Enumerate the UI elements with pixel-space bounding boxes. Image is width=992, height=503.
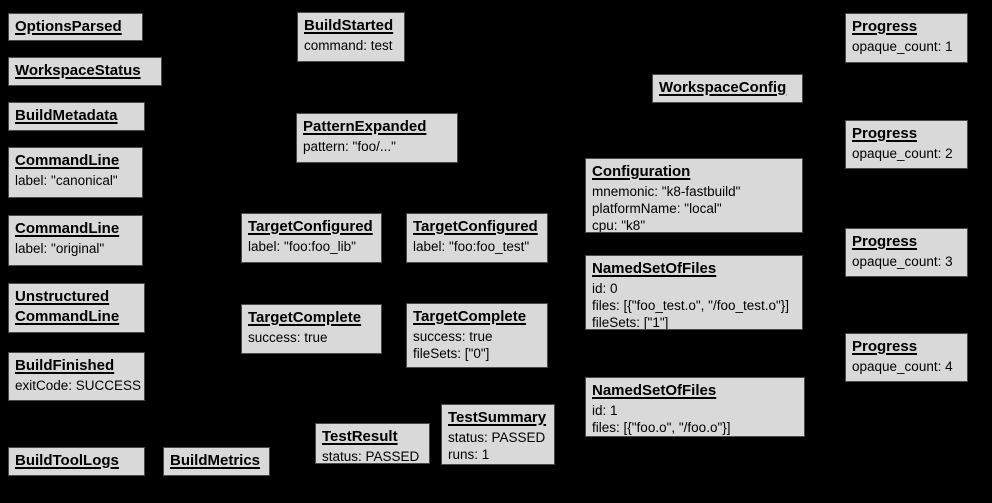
node-lines: exitCode: SUCCESS [15,377,142,394]
node-title: Configuration [592,163,691,180]
node-title: NamedSetOfFiles [592,382,717,399]
node-line: platformName: "local" [592,201,722,216]
node-line: pattern: "foo/..." [303,139,396,154]
node-lines: status: PASSED [322,448,423,464]
node-build-metrics: BuildMetrics [163,447,270,476]
node-line: mnemonic: "k8-fastbuild" [592,184,741,199]
node-title: BuildFinished [15,357,115,374]
node-target-configured-foo-lib: TargetConfigured label: "foo:foo_lib" [241,213,382,263]
node-lines: label: "foo:foo_lib" [248,238,375,255]
node-title: TestSummary [448,409,547,426]
node-title: BuildMetadata [15,107,118,124]
node-lines: id: 0 files: [{"foo_test.o", "/foo_test.o… [592,280,796,330]
node-line: id: 0 [592,281,618,296]
node-lines: id: 1 files: [{"foo.o", "/foo.o"}] [592,402,798,436]
node-title: Unstructured CommandLine [15,288,120,325]
node-lines: status: PASSED runs: 1 [448,429,548,463]
node-build-metadata: BuildMetadata [8,102,145,131]
node-command-line-original: CommandLine label: "original" [8,215,143,266]
node-title: WorkspaceStatus [15,62,141,79]
node-title: CommandLine [15,220,120,237]
node-lines: label: "canonical" [15,172,136,189]
node-line: fileSets: ["0"] [413,346,490,361]
node-line: runs: 1 [448,447,490,462]
node-title: TargetComplete [248,309,362,326]
node-line: id: 1 [592,403,618,418]
node-progress-4: Progress opaque_count: 4 [845,333,968,382]
node-title: TargetConfigured [248,218,373,235]
node-build-tool-logs: BuildToolLogs [8,447,145,476]
node-title: Progress [852,18,918,35]
node-progress-3: Progress opaque_count: 3 [845,228,968,277]
node-title: TargetComplete [413,308,527,325]
node-line: label: "foo:foo_test" [413,239,530,254]
node-test-summary: TestSummary status: PASSED runs: 1 [441,404,555,465]
node-pattern-expanded: PatternExpanded pattern: "foo/..." [296,113,458,163]
node-line: label: "foo:foo_lib" [248,239,356,254]
node-title: WorkspaceConfig [659,79,787,96]
node-title: TargetConfigured [413,218,538,235]
node-title: OptionsParsed [15,18,122,35]
node-line: label: "original" [15,241,105,256]
node-line: opaque_count: 1 [852,39,953,54]
node-target-complete-foo-test: TargetComplete success: true fileSets: ["… [406,303,548,368]
node-title: CommandLine [15,152,120,169]
node-named-set-of-files-0: NamedSetOfFiles id: 0 files: [{"foo_test.… [585,255,803,330]
node-title: Progress [852,338,918,355]
node-target-configured-foo-test: TargetConfigured label: "foo:foo_test" [406,213,548,263]
node-lines: command: test [304,37,398,54]
node-lines: success: true [248,329,375,346]
node-test-result: TestResult status: PASSED [315,423,430,464]
node-line: exitCode: SUCCESS [15,378,142,393]
node-workspace-status: WorkspaceStatus [8,57,162,86]
node-lines: success: true fileSets: ["0"] [413,328,541,362]
node-title: BuildToolLogs [15,452,119,469]
node-target-complete-foo-lib: TargetComplete success: true [241,304,382,354]
node-lines: mnemonic: "k8-fastbuild" platformName: "l… [592,183,796,233]
node-line: status: PASSED [322,449,420,464]
node-line: files: [{"foo.o", "/foo.o"}] [592,420,731,435]
node-line: opaque_count: 3 [852,254,953,269]
node-lines: opaque_count: 2 [852,145,961,162]
node-unstructured-command-line: Unstructured CommandLine [8,283,145,333]
node-command-line-canonical: CommandLine label: "canonical" [8,147,143,198]
node-title: Progress [852,233,918,250]
node-progress-2: Progress opaque_count: 2 [845,120,968,169]
node-lines: label: "foo:foo_test" [413,238,541,255]
node-line: opaque_count: 2 [852,146,953,161]
node-lines: opaque_count: 3 [852,253,961,270]
node-build-started: BuildStarted command: test [297,12,405,62]
node-title: TestResult [322,428,398,445]
node-title: BuildMetrics [170,452,261,469]
node-line: command: test [304,38,393,53]
node-progress-1: Progress opaque_count: 1 [845,13,968,63]
node-line: success: true [413,329,493,344]
node-lines: label: "original" [15,240,136,257]
node-title: NamedSetOfFiles [592,260,717,277]
node-line: cpu: "k8" [592,218,646,233]
node-title: Progress [852,125,918,142]
node-line: opaque_count: 4 [852,359,953,374]
node-workspace-config: WorkspaceConfig [652,74,803,103]
node-lines: opaque_count: 1 [852,38,961,55]
node-line: success: true [248,330,328,345]
node-line: status: PASSED [448,430,546,445]
node-line: fileSets: ["1"] [592,315,669,330]
node-options-parsed: OptionsParsed [8,13,143,41]
node-lines: pattern: "foo/..." [303,138,451,155]
node-named-set-of-files-1: NamedSetOfFiles id: 1 files: [{"foo.o", "… [585,377,805,437]
node-configuration: Configuration mnemonic: "k8-fastbuild" pl… [585,158,803,233]
node-title: BuildStarted [304,17,394,34]
node-line: files: [{"foo_test.o", "/foo_test.o"}] [592,298,790,313]
node-line: label: "canonical" [15,173,118,188]
node-title: PatternExpanded [303,118,427,135]
node-build-finished: BuildFinished exitCode: SUCCESS [8,352,145,401]
node-lines: opaque_count: 4 [852,358,961,375]
